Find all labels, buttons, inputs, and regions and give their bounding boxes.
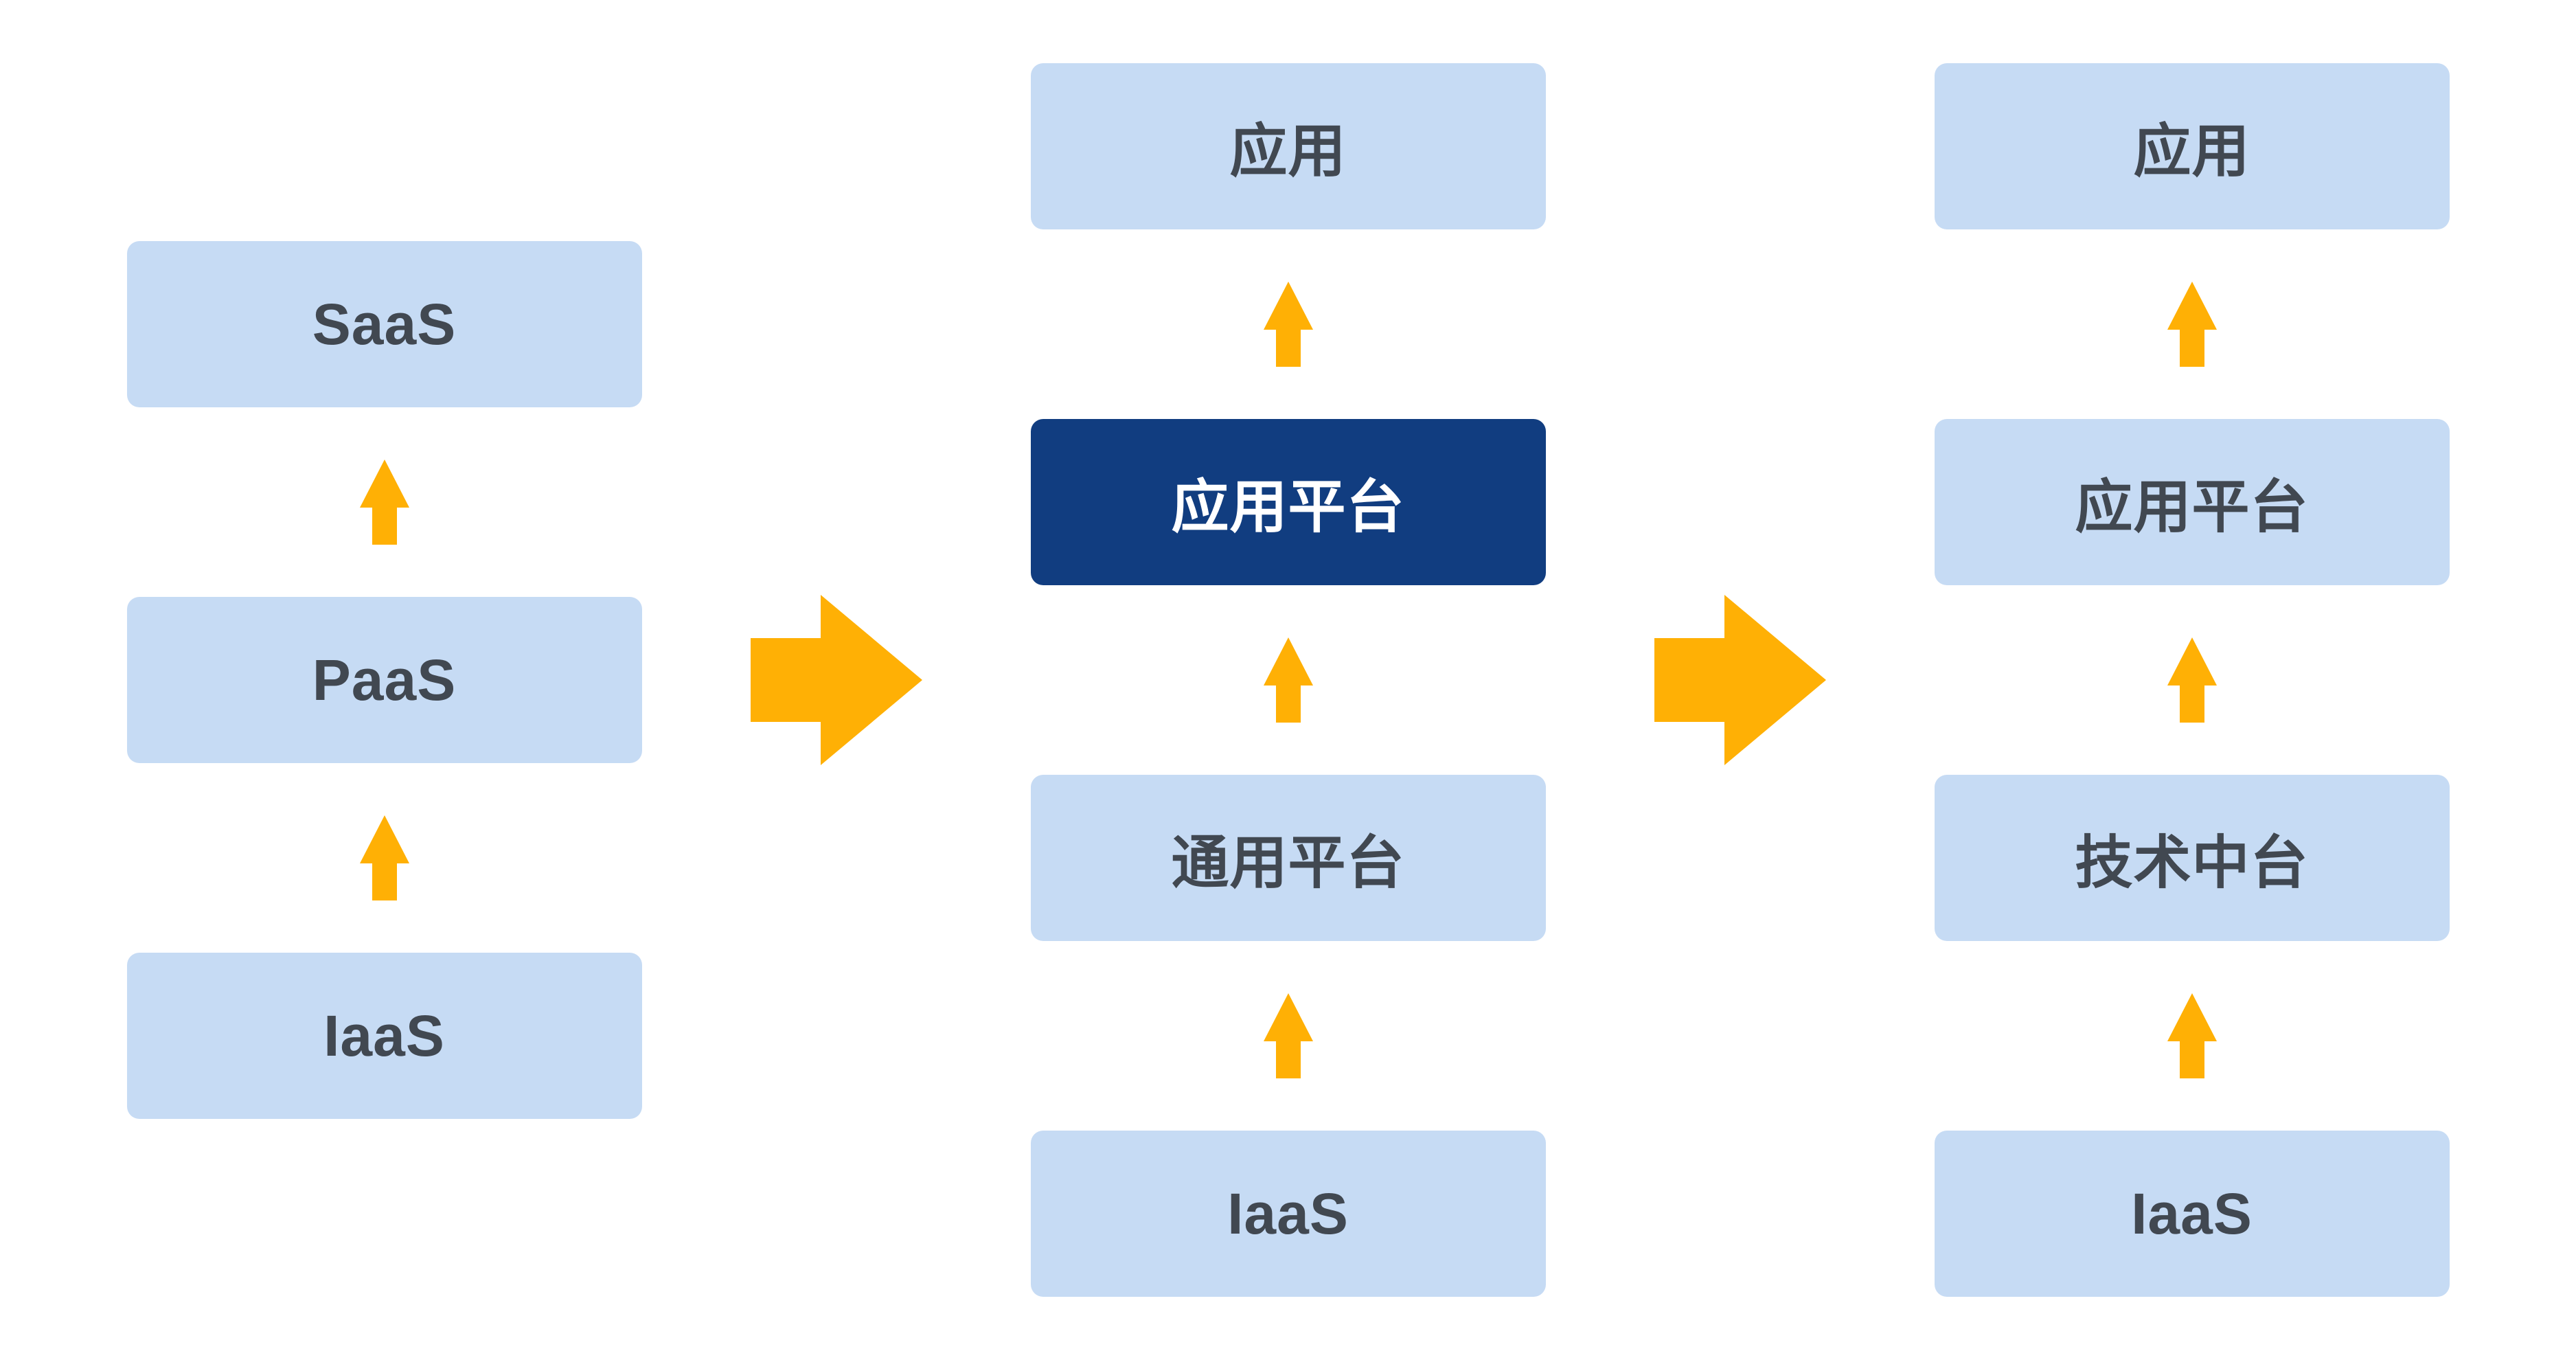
column-app-platform-stack: 应用 应用平台 通用平台 IaaS <box>1030 63 1546 1297</box>
box-app-col3: 应用 <box>1934 63 2450 229</box>
box-saas: SaaS <box>126 241 642 407</box>
box-iaas-col2: IaaS <box>1030 1131 1546 1297</box>
box-app-col2: 应用 <box>1030 63 1546 229</box>
column-tech-middle-stack: 应用 应用平台 技术中台 IaaS <box>1934 63 2450 1297</box>
box-iaas-col1: IaaS <box>126 953 642 1119</box>
box-tech-middle-platform: 技术中台 <box>1934 775 2450 941</box>
box-common-platform: 通用平台 <box>1030 775 1546 941</box>
up-arrow-icon <box>2167 993 2217 1078</box>
up-arrow-icon <box>2167 282 2217 367</box>
right-arrow-icon <box>750 595 922 765</box>
up-arrow-icon <box>2167 637 2217 723</box>
box-iaas-col3: IaaS <box>1934 1131 2450 1297</box>
box-app-platform-highlight: 应用平台 <box>1030 419 1546 585</box>
box-paas: PaaS <box>126 597 642 763</box>
up-arrow-icon <box>1263 282 1313 367</box>
right-arrow-icon <box>1654 595 1826 765</box>
column-cloud-stack: SaaS PaaS IaaS <box>126 241 642 1119</box>
up-arrow-icon <box>1263 993 1313 1078</box>
up-arrow-icon <box>359 460 409 545</box>
box-app-platform-col3: 应用平台 <box>1934 419 2450 585</box>
up-arrow-icon <box>1263 637 1313 723</box>
up-arrow-icon <box>359 815 409 900</box>
